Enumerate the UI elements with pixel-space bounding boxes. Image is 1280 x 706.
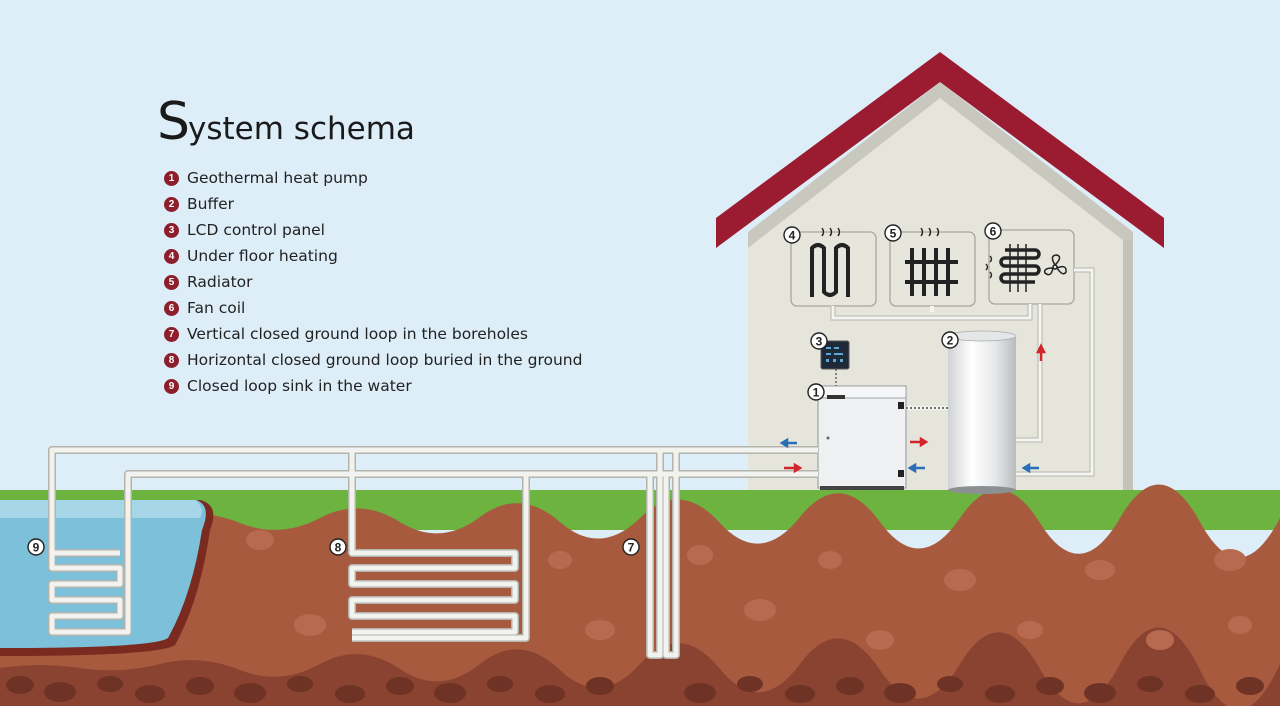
marker-1: 1 [807, 383, 825, 401]
heat-pump [817, 385, 907, 490]
legend-label: Geothermal heat pump [187, 169, 368, 187]
title-rest: ystem schema [188, 111, 415, 147]
legend-number-badge: 9 [164, 378, 179, 394]
marker-6: 6 [984, 222, 1002, 240]
legend-number-badge: 5 [164, 274, 179, 290]
legend-label: Closed loop sink in the water [187, 377, 412, 395]
legend-label: Fan coil [187, 299, 246, 317]
legend-number-badge: 8 [164, 352, 179, 368]
marker-label: 5 [890, 227, 897, 241]
legend-item: 9 Closed loop sink in the water [164, 373, 582, 399]
legend-label: LCD control panel [187, 221, 325, 239]
marker-8: 8 [329, 538, 347, 556]
marker-5: 5 [884, 224, 902, 242]
marker-label: 1 [813, 386, 820, 400]
legend-label: Radiator [187, 273, 253, 291]
legend-label: Horizontal closed ground loop buried in … [187, 351, 583, 369]
marker-label: 3 [816, 335, 823, 349]
marker-9: 9 [27, 538, 45, 556]
legend-item: 6 Fan coil [164, 295, 582, 321]
marker-label: 7 [628, 541, 635, 555]
marker-label: 8 [335, 541, 342, 555]
rock-layer [6, 676, 1264, 703]
legend-label: Under floor heating [187, 247, 338, 265]
marker-label: 4 [789, 229, 796, 243]
title-initial: S [157, 92, 190, 152]
numbered-markers: 1 2 3 4 5 6 7 8 9 [27, 222, 1002, 556]
legend-item: 7 Vertical closed ground loop in the bore… [164, 321, 582, 347]
legend-label: Vertical closed ground loop in the boreh… [187, 325, 528, 343]
marker-3: 3 [810, 332, 828, 350]
buffer-tank [947, 330, 1017, 494]
marker-7: 7 [622, 538, 640, 556]
marker-label: 2 [947, 334, 954, 348]
fan-coil-unit [985, 229, 1075, 305]
marker-label: 9 [33, 541, 40, 555]
legend-item: 2 Buffer [164, 191, 582, 217]
soil-pebbles [246, 530, 1252, 650]
legend-label: Buffer [187, 195, 235, 213]
legend-number-badge: 1 [164, 170, 179, 186]
legend-item: 3 LCD control panel [164, 217, 582, 243]
lcd-control-panel [820, 340, 850, 386]
indoor-piping-outline [830, 267, 1095, 477]
marker-4: 4 [783, 226, 801, 244]
underfloor-heating-unit [790, 227, 877, 307]
page-title: System schema [157, 96, 415, 148]
legend-list: 1 Geothermal heat pump 2 Buffer 3 LCD control… [164, 165, 582, 399]
marker-2: 2 [941, 331, 959, 349]
flow-arrows [779, 343, 1047, 474]
legend-number-badge: 2 [164, 196, 179, 212]
legend-number-badge: 7 [164, 326, 179, 342]
soil [0, 484, 1280, 706]
marker-label: 6 [990, 225, 997, 239]
radiator-unit [889, 227, 976, 307]
legend-item: 8 Horizontal closed ground loop buried in… [164, 347, 582, 373]
legend-item: 5 Radiator [164, 269, 582, 295]
legend-item: 4 Under floor heating [164, 243, 582, 269]
legend-number-badge: 3 [164, 222, 179, 238]
legend-item: 1 Geothermal heat pump [164, 165, 582, 191]
ground-loop-piping [49, 447, 818, 658]
legend-number-badge: 6 [164, 300, 179, 316]
fan-icon [1043, 254, 1067, 276]
legend-number-badge: 4 [164, 248, 179, 264]
